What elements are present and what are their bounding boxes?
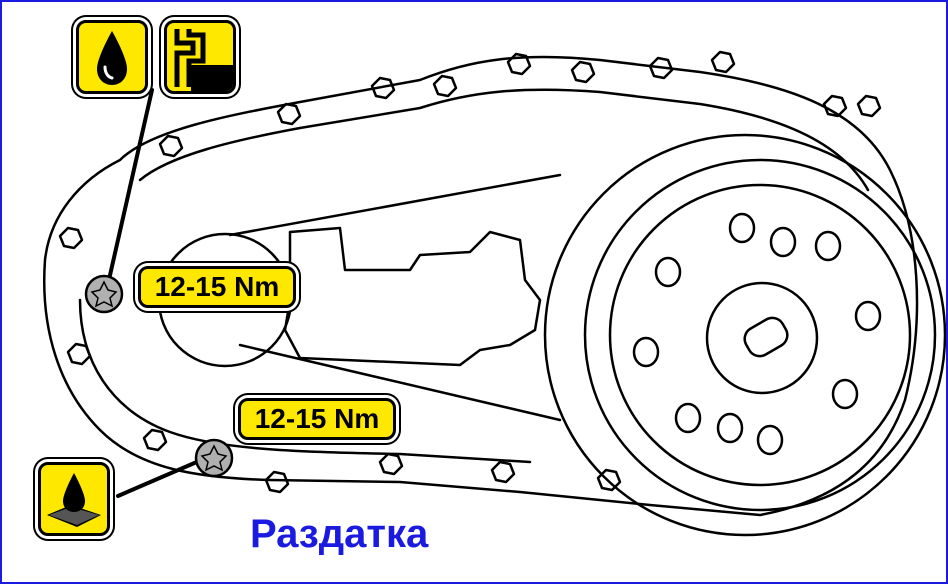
leader-sealant (116, 456, 208, 498)
flange-inner-lower (78, 298, 532, 464)
chain-lower (238, 343, 562, 422)
case-outline (43, 55, 919, 517)
output-flange-face (608, 183, 912, 487)
fill-level-icon (164, 20, 236, 94)
leader-oil (106, 88, 154, 286)
sealant-icon (38, 462, 110, 536)
flange-bolt-holes (632, 212, 882, 456)
fill-plug-bolt (84, 274, 124, 314)
case-hex-bolts (58, 50, 882, 494)
output-shaft (743, 316, 789, 358)
flange-inner (138, 88, 870, 192)
chain-upper (228, 173, 562, 237)
drain-plug-bolt (194, 438, 234, 478)
output-flange-ring (583, 158, 937, 512)
output-hub (705, 281, 819, 395)
caption: Раздатка (250, 512, 429, 556)
center-web (283, 226, 542, 367)
torque-label-fill-plug: 12-15 Nm (138, 266, 296, 308)
torque-label-drain-plug: 12-15 Nm (238, 398, 396, 440)
output-flange-outer (543, 133, 947, 537)
oil-drop-icon (76, 20, 148, 94)
